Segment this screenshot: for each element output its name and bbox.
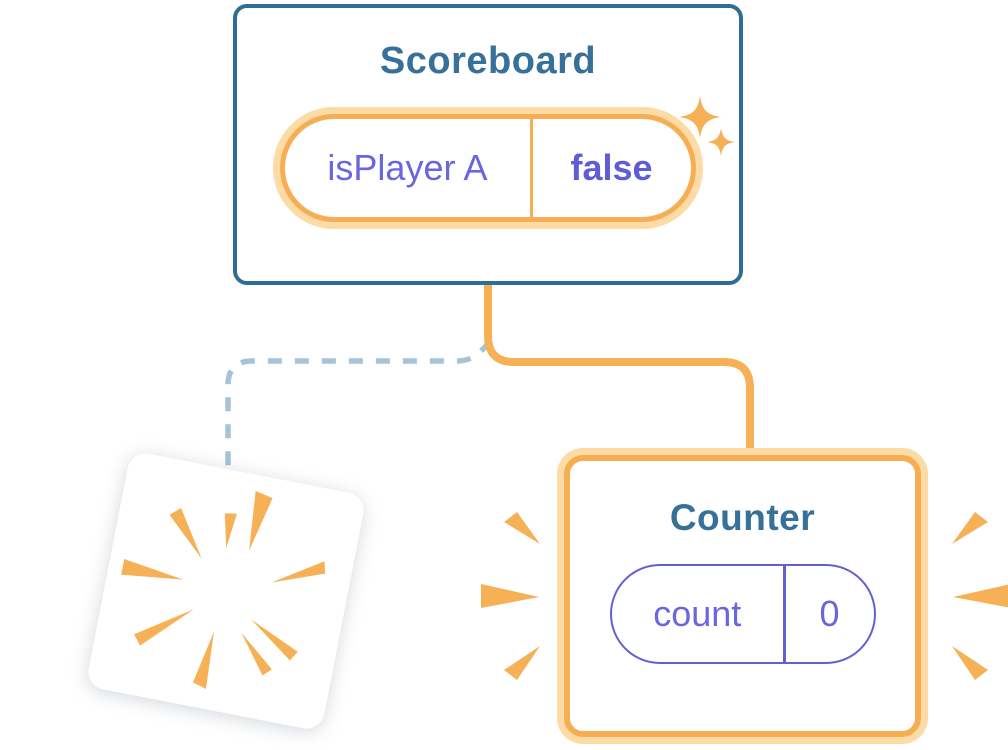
pill-divider	[529, 119, 533, 217]
counter-title: Counter	[669, 497, 816, 538]
scoreboard-title: Scoreboard	[379, 40, 597, 82]
state-key: count	[653, 593, 742, 634]
sparkle-icon	[679, 96, 735, 156]
destroyed-component-card	[85, 450, 367, 732]
counter-card: Counter count 0	[557, 448, 928, 744]
state-value: false	[570, 147, 653, 188]
scoreboard-card: Scoreboard isPlayer A false	[233, 4, 743, 285]
scoreboard-state-pill: isPlayer A false	[273, 107, 703, 229]
counter-state-pill: count 0	[609, 564, 876, 664]
state-value: 0	[819, 593, 840, 634]
explosion-icon	[121, 490, 326, 689]
state-key: isPlayer A	[327, 147, 488, 188]
connector-solid-to-counter	[484, 284, 754, 452]
pill-divider	[783, 566, 786, 662]
connector-dashed-to-destroyed	[225, 339, 493, 468]
